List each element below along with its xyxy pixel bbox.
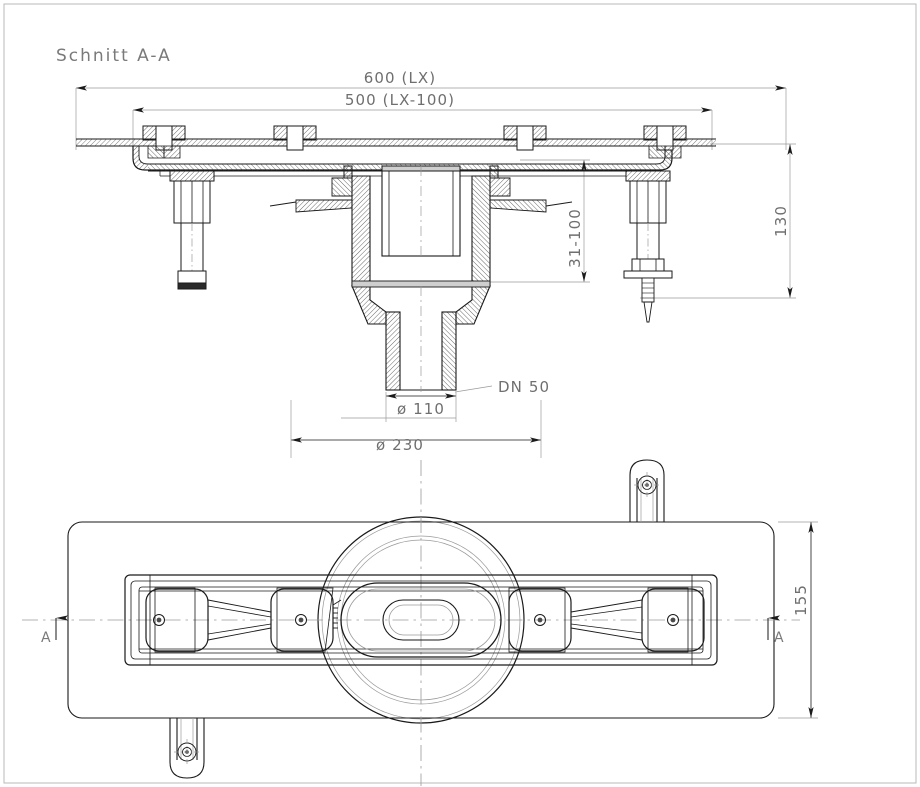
- bracket-top: [629, 459, 665, 522]
- section-mark-label-right: A: [774, 630, 784, 646]
- leg-right: [623, 170, 673, 323]
- label-dn50: DN 50: [454, 378, 550, 396]
- section-mark-left: A: [41, 615, 68, 646]
- web-lines: [207, 599, 643, 641]
- dimension-label-total-height: 130: [772, 205, 790, 237]
- drain-body: [269, 165, 573, 392]
- dimension-label-height-adjust: 31-100: [566, 208, 584, 268]
- dimension-label-outer-diameter: ø 230: [376, 436, 424, 454]
- outlet-oval: [340, 582, 502, 658]
- clamp-bolt-group: [142, 125, 687, 159]
- dimension-label-plan-width: 155: [792, 584, 810, 616]
- dimension-label-inner-length: 500 (LX-100): [345, 91, 455, 109]
- clamp-bolt: [643, 125, 687, 159]
- section-mark-right: A: [767, 615, 784, 646]
- section-mark-label-left: A: [41, 630, 51, 646]
- dimension-inner-diameter: ø 110: [341, 392, 457, 422]
- dimension-label-outlet-size: DN 50: [498, 378, 550, 396]
- bracket-bottom: [169, 718, 205, 779]
- scale-ticks: [333, 607, 338, 629]
- dimension-outer-diameter: ø 230: [290, 400, 542, 458]
- clamp-pad: [508, 587, 572, 653]
- dimension-plan-width: 155: [778, 521, 818, 719]
- section-view: 600 (LX) 500 (LX-100) 130 31-100: [75, 69, 796, 458]
- clamp-bolt: [142, 125, 186, 159]
- page-title: Schnitt A-A: [56, 46, 172, 66]
- dimension-label-inner-diameter: ø 110: [397, 400, 445, 418]
- clamp-pad: [145, 587, 209, 653]
- dimension-label-overall-length: 600 (LX): [364, 69, 437, 87]
- clamp-pad: [641, 587, 705, 653]
- plan-view: 155 A A: [22, 459, 818, 786]
- dimension-overall-length: 600 (LX): [75, 69, 787, 150]
- clamp-bolt: [273, 125, 317, 151]
- clamp-pad-group: [145, 587, 705, 653]
- channel-body: [124, 574, 718, 666]
- sheet-border: [3, 3, 917, 784]
- dimension-total-height: 130: [640, 143, 796, 299]
- leg-left: [169, 170, 215, 290]
- clamp-pad: [270, 587, 334, 653]
- clamp-bolt: [503, 125, 547, 151]
